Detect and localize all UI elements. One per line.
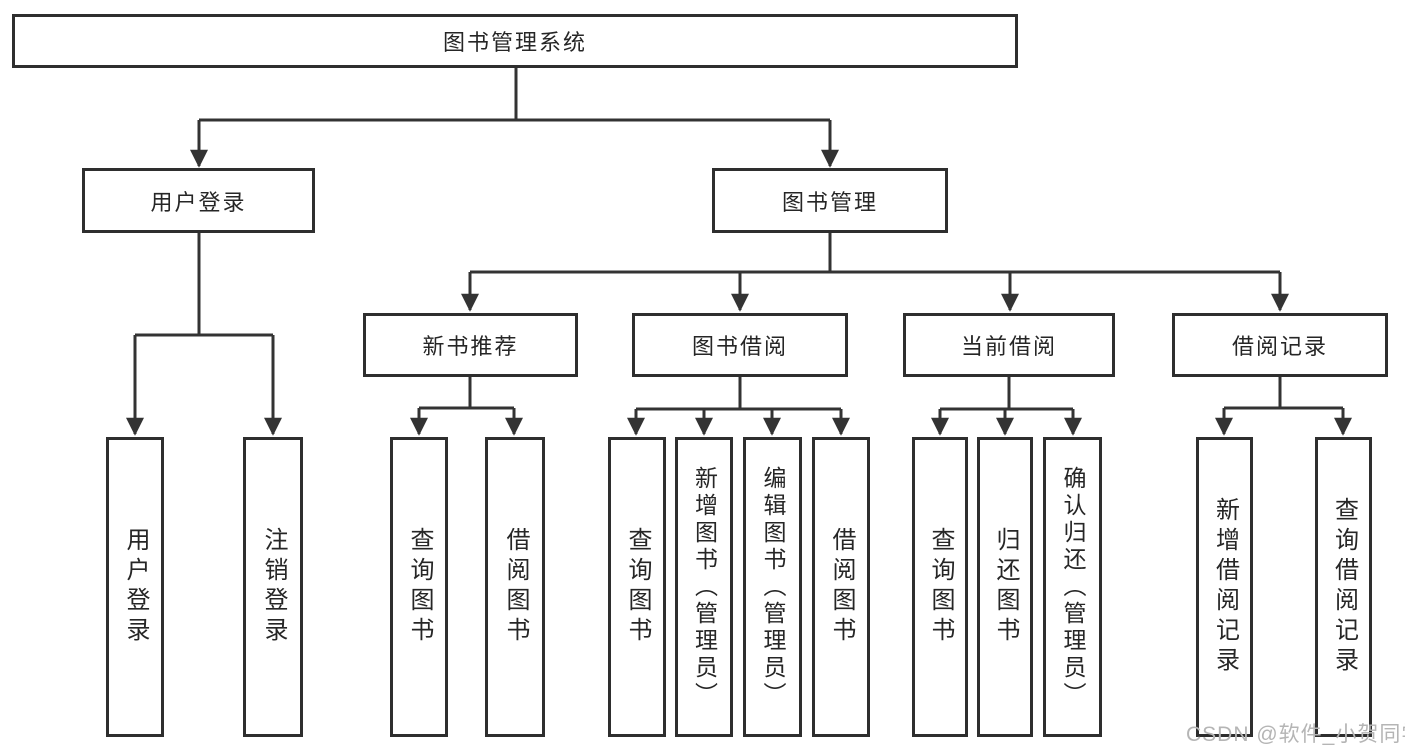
leaf-label: 借阅图书 [828, 527, 855, 647]
leaf-user-login: 用户登录 [106, 437, 164, 737]
node-new-book-recommendation: 新书推荐 [363, 313, 578, 377]
leaf-label: 注销登录 [260, 527, 287, 647]
leaf-label: 归还图书 [992, 527, 1019, 647]
leaf-current-query-book: 查询图书 [912, 437, 968, 737]
leaf-label: 查询图书 [927, 527, 954, 647]
leaf-recommend-query-book: 查询图书 [390, 437, 448, 737]
leaf-label: 查询图书 [624, 527, 651, 647]
leaf-label: 确认归还（管理员） [1060, 465, 1086, 709]
leaf-label: 借阅图书 [502, 527, 529, 647]
leaf-records-add-record: 新增借阅记录 [1196, 437, 1253, 737]
node-borrowing-records: 借阅记录 [1172, 313, 1388, 377]
leaf-borrow-add-book-admin: 新增图书（管理员） [675, 437, 733, 737]
csdn-watermark: CSDN @软件_小贺同学 [1186, 723, 1405, 746]
leaf-label: 用户登录 [122, 527, 149, 647]
leaf-borrow-edit-book-admin: 编辑图书（管理员） [743, 437, 802, 737]
leaf-label: 新增借阅记录 [1211, 497, 1239, 677]
node-current-borrowing: 当前借阅 [903, 313, 1115, 377]
node-book-management: 图书管理 [712, 168, 948, 233]
leaf-current-confirm-return-admin: 确认归还（管理员） [1043, 437, 1102, 737]
leaf-records-query-record: 查询借阅记录 [1315, 437, 1372, 737]
leaf-label: 查询图书 [406, 527, 433, 647]
leaf-current-return-book: 归还图书 [977, 437, 1033, 737]
node-user-login: 用户登录 [82, 168, 315, 233]
node-book-borrowing: 图书借阅 [632, 313, 848, 377]
node-root-library-system: 图书管理系统 [12, 14, 1018, 68]
leaf-label: 查询借阅记录 [1330, 497, 1358, 677]
leaf-label: 新增图书（管理员） [691, 465, 718, 709]
leaf-borrow-query-book: 查询图书 [608, 437, 666, 737]
leaf-logout: 注销登录 [243, 437, 303, 737]
leaf-label: 编辑图书（管理员） [760, 465, 786, 709]
leaf-recommend-borrow-book: 借阅图书 [485, 437, 545, 737]
leaf-borrow-borrow-book: 借阅图书 [812, 437, 870, 737]
